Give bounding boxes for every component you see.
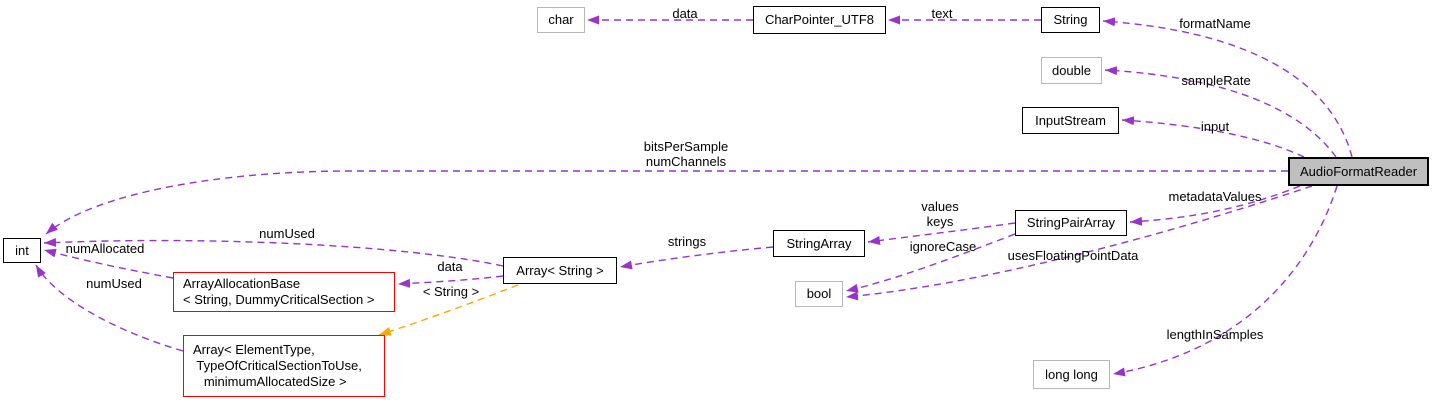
node-array-template-label: Array< ElementType, TypeOfCriticalSectio… — [193, 342, 362, 389]
edge-bitspersample-numchannels-path — [45, 170, 1288, 235]
node-array-string[interactable]: Array< String > — [503, 257, 617, 284]
node-charpointer-utf8-label: CharPointer_UTF8 — [764, 12, 875, 27]
edge-label-data: data — [672, 6, 698, 21]
edge-label-usesfloatingpointdata: usesFloatingPointData — [1007, 248, 1139, 263]
edge-label-arraytemplate-numused: numUsed — [86, 276, 142, 291]
node-stringarray-label: StringArray — [786, 235, 852, 251]
edge-numallocated-path — [43, 248, 174, 279]
edge-label-formatname: formatName — [1179, 16, 1251, 31]
edge-label-values-keys: values keys — [921, 199, 959, 229]
node-int[interactable]: int — [3, 238, 41, 263]
edge-ignorecase-path — [845, 233, 1016, 293]
edge-arraytemplate-numused-path — [35, 264, 184, 352]
node-double: double — [1041, 57, 1102, 84]
node-char: char — [537, 7, 585, 33]
edge-label-input: input — [1200, 119, 1230, 134]
edge-input-path — [1121, 116, 1305, 158]
node-bool-label: bool — [806, 286, 832, 301]
edge-label-ignorecase: ignoreCase — [909, 239, 977, 254]
node-int-label: int — [15, 242, 29, 258]
edge-label-bitspersample-numchannels: bitsPerSample numChannels — [643, 139, 729, 169]
edge-label-metadatavalues: metadataValues — [1168, 189, 1262, 204]
node-string[interactable]: String — [1041, 7, 1100, 33]
node-inputstream[interactable]: InputStream — [1022, 107, 1119, 134]
edge-array-numused-path — [43, 237, 504, 267]
edge-label-lengthinsamples: lengthInSamples — [1166, 327, 1264, 342]
edge-label-array-numused: numUsed — [259, 226, 315, 241]
node-inputstream-label: InputStream — [1035, 112, 1106, 128]
edge-label-text: text — [931, 6, 953, 21]
node-long-long-label: long long — [1045, 366, 1098, 382]
edge-label-samplerate: sampleRate — [1181, 73, 1251, 88]
edge-metadatavalues-path — [1129, 185, 1301, 226]
node-double-label: double — [1051, 62, 1092, 78]
edge-strings-path — [619, 246, 774, 270]
node-array-template[interactable]: Array< ElementType, TypeOfCriticalSectio… — [183, 335, 385, 397]
node-arrayallocationbase[interactable]: ArrayAllocationBase < String, DummyCriti… — [173, 272, 395, 312]
node-long-long: long long — [1033, 360, 1110, 389]
edge-formatname-path — [1102, 17, 1353, 158]
node-stringarray[interactable]: StringArray — [773, 230, 865, 257]
node-char-label: char — [548, 12, 574, 27]
edge-samplerate-path — [1104, 66, 1337, 158]
edge-label-numallocated: numAllocated — [65, 241, 145, 256]
node-arrayallocationbase-label: ArrayAllocationBase < String, DummyCriti… — [183, 276, 375, 307]
node-stringpairarray[interactable]: StringPairArray — [1015, 210, 1127, 236]
node-audioformatreader-label: AudioFormatReader — [1299, 163, 1418, 179]
edge-usesfloatingpointdata-path — [845, 185, 1313, 301]
node-array-string-label: Array< String > — [516, 262, 604, 278]
node-stringpairarray-label: StringPairArray — [1026, 215, 1116, 230]
edge-array-data-path — [397, 275, 504, 288]
edge-lengthinsamples-path — [1112, 185, 1338, 377]
node-audioformatreader: AudioFormatReader — [1288, 157, 1429, 186]
edge-label-template-string: < String > — [422, 284, 480, 299]
edge-values-keys-path — [867, 222, 1016, 245]
node-charpointer-utf8[interactable]: CharPointer_UTF8 — [753, 6, 886, 34]
node-bool: bool — [795, 281, 843, 307]
edge-label-strings: strings — [667, 234, 707, 249]
node-string-label: String — [1053, 12, 1088, 27]
edge-label-array-data: data — [437, 259, 463, 274]
edge-template-string-path — [378, 284, 519, 336]
